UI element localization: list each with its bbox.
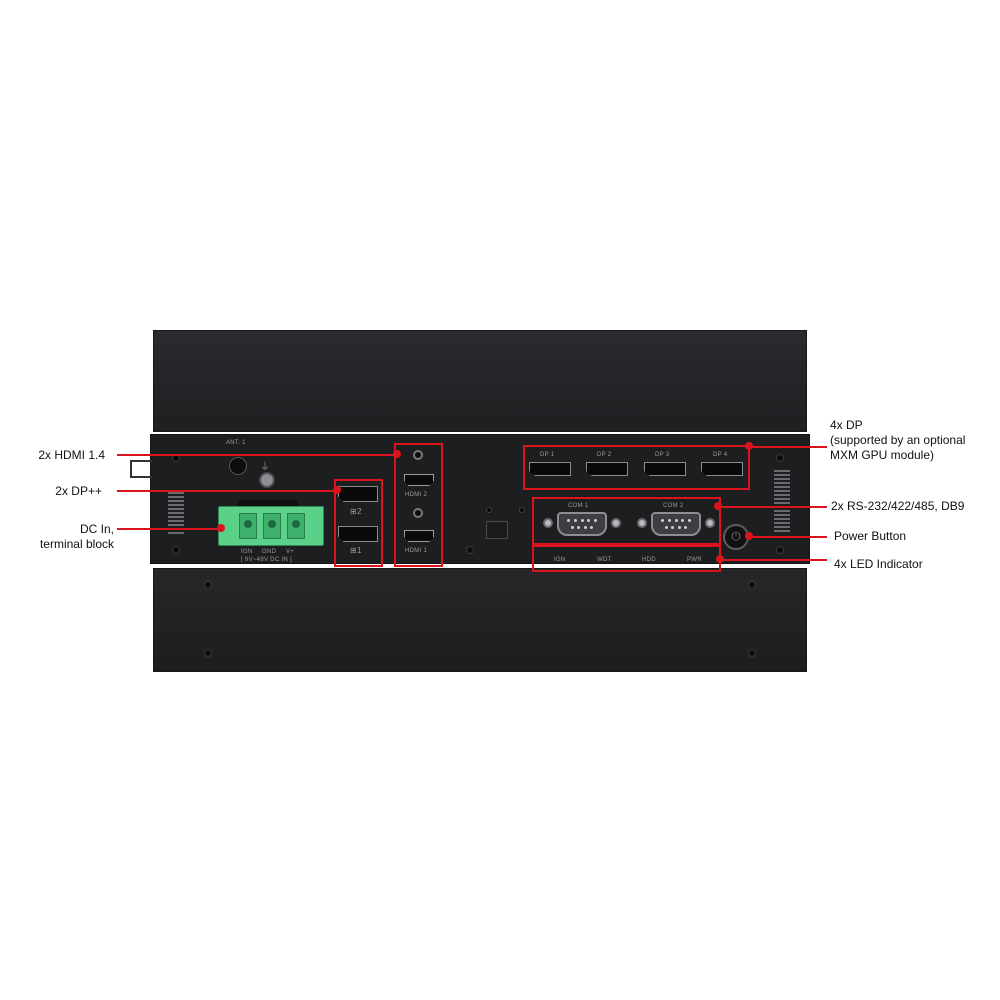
indicator-hole: [519, 507, 525, 513]
leader-power: [750, 536, 827, 538]
hdmi-port-1[interactable]: [404, 530, 434, 542]
com-label-1: COM 1: [568, 503, 589, 509]
indicator-hole: [486, 507, 492, 513]
led-hdd: HDD: [642, 557, 656, 563]
audio-jack[interactable]: [413, 450, 423, 460]
mounting-bracket: [130, 460, 152, 478]
screw: [204, 581, 212, 589]
terminal-slot: [239, 513, 257, 539]
screw: [466, 546, 474, 554]
terminal-slot: [263, 513, 281, 539]
dp-icon: ⊞: [350, 507, 358, 516]
com-nut: [705, 518, 715, 528]
dc-range-label: [ 9V~48V DC IN ]: [241, 557, 292, 563]
leader-dot: [745, 442, 753, 450]
callout-dc-in-line2: terminal block: [39, 537, 114, 551]
dp-label-4: DP 4: [713, 452, 728, 458]
top-chassis: [153, 330, 807, 432]
screw: [172, 546, 180, 554]
callout-dc-in-line1: DC In,: [79, 522, 114, 536]
ground-icon: ⏚: [260, 462, 270, 473]
dp-plus-label-1: ⊞1: [350, 546, 362, 555]
callout-dp: 4x DP (supported by an optional MXM GPU …: [830, 418, 965, 463]
led-wdt: WDT: [597, 557, 612, 563]
leader-dot: [217, 524, 225, 532]
leader-dot: [745, 532, 753, 540]
callout-power: Power Button: [834, 529, 907, 543]
leader-led: [719, 559, 827, 561]
dp-port-3[interactable]: [644, 462, 686, 476]
callout-dc-in: DC In, terminal block: [10, 522, 114, 552]
callout-led: 4x LED Indicator: [834, 557, 923, 571]
hdmi-port-2[interactable]: [404, 474, 434, 486]
dc-terminal-block[interactable]: [218, 506, 324, 546]
highlight-dp-plus: [334, 479, 383, 567]
callout-dp-line1: 4x DP: [830, 418, 863, 432]
com-port-1[interactable]: [557, 512, 607, 536]
com-label-2: COM 2: [663, 503, 684, 509]
screw: [204, 649, 212, 657]
led-ign: IGN: [554, 557, 566, 563]
callout-hdmi: 2x HDMI 1.4: [38, 448, 105, 462]
terminal-pin-gnd: GND: [262, 549, 277, 555]
leader-dp-plus: [117, 490, 338, 492]
audio-jack[interactable]: [413, 508, 423, 518]
highlight-hdmi: [394, 443, 443, 567]
highlight-com: [532, 497, 721, 545]
leader-dot: [393, 450, 401, 458]
callout-dp-line3: MXM GPU module): [830, 448, 935, 462]
ground-screw: [259, 472, 275, 488]
dp-port-4[interactable]: [701, 462, 743, 476]
led-pwr: PWR: [687, 557, 702, 563]
dp-plus-label-2: ⊞2: [350, 507, 362, 516]
callout-rs232: 2x RS-232/422/485, DB9: [831, 499, 965, 513]
antenna-port[interactable]: [229, 457, 247, 475]
screw: [748, 581, 756, 589]
dp-icon: ⊞: [350, 546, 358, 555]
com-nut: [637, 518, 647, 528]
leader-dot: [333, 486, 341, 494]
terminal-pin-ign: IGN: [241, 549, 253, 555]
leader-dot: [716, 555, 724, 563]
power-button[interactable]: ⏻: [723, 524, 749, 550]
dp-plus-port-1[interactable]: [338, 526, 378, 542]
terminal-top-clip: [238, 500, 298, 506]
leader-hdmi: [117, 454, 398, 456]
dp-port-1[interactable]: [529, 462, 571, 476]
terminal-pin-vplus: V+: [286, 549, 295, 555]
screw: [776, 546, 784, 554]
com-port-2[interactable]: [651, 512, 701, 536]
hdmi-label-1: HDMI 1: [405, 548, 428, 554]
screw: [776, 454, 784, 462]
hdmi-label-2: HDMI 2: [405, 492, 428, 498]
leader-com: [716, 506, 827, 508]
bottom-chassis: [153, 568, 807, 672]
leader-dot: [714, 502, 722, 510]
dp-plus-port-2[interactable]: [338, 486, 378, 502]
power-icon: ⏻: [731, 529, 741, 543]
right-vent: [774, 470, 790, 532]
screw: [748, 649, 756, 657]
dp-label-1: DP 1: [540, 452, 555, 458]
dp-port-2[interactable]: [586, 462, 628, 476]
dp-label-2: DP 2: [597, 452, 612, 458]
com-nut: [611, 518, 621, 528]
callout-dp-plus: 2x DP++: [55, 484, 102, 498]
dp-label-3: DP 3: [655, 452, 670, 458]
sim-slot[interactable]: [486, 521, 508, 539]
antenna-label: ANT. 1: [226, 440, 246, 446]
callout-dp-line2: (supported by an optional: [830, 433, 966, 447]
highlight-dp: [523, 445, 750, 490]
leader-dp: [750, 446, 827, 448]
com-nut: [543, 518, 553, 528]
highlight-led: [532, 545, 721, 572]
leader-dc-in: [117, 528, 221, 530]
terminal-slot: [287, 513, 305, 539]
